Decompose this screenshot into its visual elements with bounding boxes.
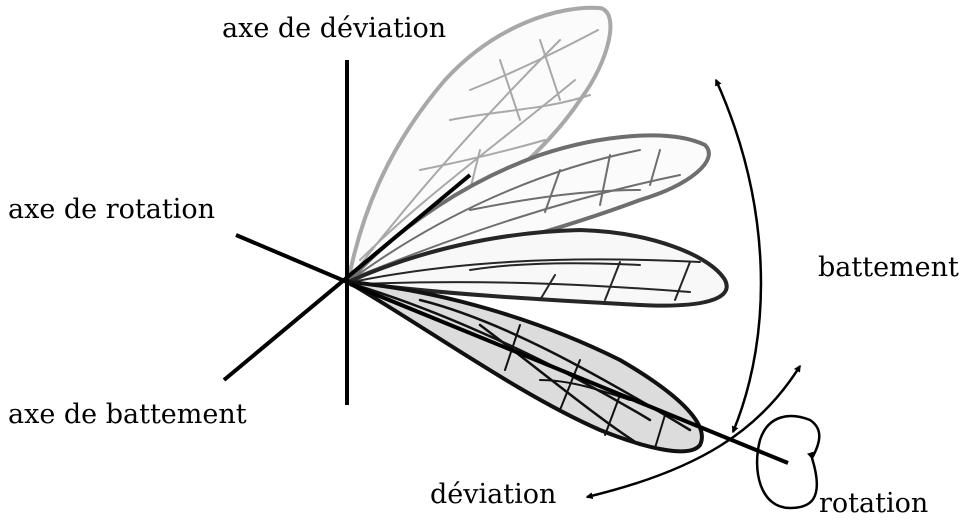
flapping-axis-line	[222, 173, 472, 382]
flapping-label: battement	[818, 252, 959, 283]
motion-arrows	[585, 78, 821, 510]
rotation-axis-line	[235, 233, 348, 284]
rotation-label: rotation	[819, 488, 928, 519]
rotation-loop-arrow	[755, 414, 821, 510]
flapping-axis-label: axe de battement	[8, 399, 247, 430]
deviation-axis-label: axe de déviation	[222, 13, 446, 44]
flapping-arrow	[714, 78, 763, 434]
rotation-axis-label: axe de rotation	[8, 194, 215, 225]
deviation-arrow	[585, 364, 802, 500]
deviation-label: déviation	[430, 479, 556, 510]
wing-span-line	[349, 282, 789, 465]
wing-bottom	[346, 280, 704, 454]
wing-lower-middle	[346, 228, 729, 308]
